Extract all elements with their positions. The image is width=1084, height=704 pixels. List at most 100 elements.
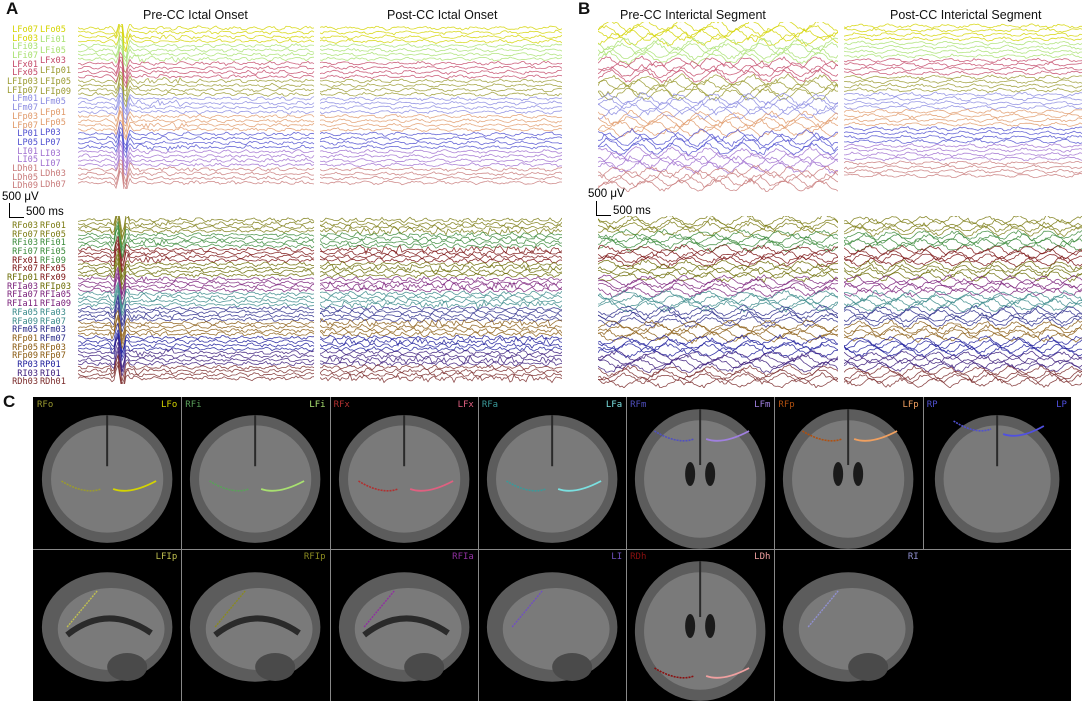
eeg-trace bbox=[320, 220, 562, 227]
eeg-trace bbox=[320, 290, 562, 297]
cerebellum bbox=[848, 653, 889, 681]
mri-label-left: RP bbox=[926, 400, 938, 410]
channel-label: RFm05 bbox=[12, 325, 38, 336]
cerebellum bbox=[255, 653, 296, 681]
eeg-trace bbox=[320, 25, 562, 31]
channel-label: RFo03 bbox=[12, 221, 38, 231]
eeg-trace bbox=[78, 363, 315, 384]
eeg-trace bbox=[78, 354, 315, 384]
eeg-trace bbox=[78, 284, 315, 310]
eeg-trace bbox=[78, 253, 315, 282]
mri-label-left: RFa bbox=[481, 400, 499, 410]
eeg-trace bbox=[844, 225, 1082, 238]
eeg-trace bbox=[78, 130, 315, 154]
eeg-trace bbox=[598, 22, 838, 33]
mri-panel: RFIa bbox=[329, 549, 478, 701]
eeg-trace bbox=[598, 281, 838, 295]
eeg-trace bbox=[844, 240, 1082, 253]
eeg-trace bbox=[78, 216, 315, 238]
eeg-trace bbox=[320, 60, 562, 67]
eeg-trace bbox=[78, 70, 315, 92]
eeg-trace bbox=[78, 238, 315, 267]
eeg-trace bbox=[844, 147, 1082, 153]
eeg-trace bbox=[844, 129, 1082, 136]
white-matter bbox=[495, 425, 609, 533]
eeg-trace bbox=[78, 224, 315, 253]
eeg-trace bbox=[320, 244, 562, 256]
eeg-trace bbox=[320, 135, 562, 141]
eeg-trace bbox=[844, 331, 1082, 343]
eeg-trace bbox=[78, 257, 315, 286]
eeg-trace bbox=[320, 171, 562, 176]
channel-label: LFIp05 bbox=[40, 76, 72, 87]
eeg-trace bbox=[598, 50, 838, 65]
channel-label: LP01 bbox=[17, 129, 38, 140]
eeg-trace bbox=[598, 244, 838, 257]
eeg-trace bbox=[78, 58, 315, 85]
eeg-trace bbox=[598, 96, 838, 111]
eeg-trace bbox=[844, 350, 1082, 362]
eeg-trace bbox=[598, 41, 838, 56]
eeg-trace bbox=[844, 36, 1082, 42]
eeg-trace bbox=[598, 232, 838, 246]
eeg-trace bbox=[78, 139, 315, 165]
eeg-trace bbox=[78, 247, 315, 274]
eeg-trace bbox=[598, 258, 838, 272]
eeg-trace bbox=[598, 105, 838, 121]
eeg-trace bbox=[598, 255, 838, 269]
white-matter bbox=[347, 425, 460, 533]
eeg-trace bbox=[320, 231, 562, 238]
white-matter bbox=[943, 425, 1051, 533]
eeg-trace bbox=[598, 137, 838, 152]
eeg-trace bbox=[598, 114, 838, 129]
channel-label: LFIp09 bbox=[40, 86, 72, 97]
eeg-trace bbox=[844, 23, 1082, 29]
eeg-b-post-top bbox=[844, 23, 1082, 179]
eeg-trace bbox=[598, 376, 838, 388]
eeg-trace bbox=[78, 280, 315, 308]
eeg-trace bbox=[78, 309, 315, 338]
eeg-trace bbox=[78, 314, 315, 341]
channel-label: LP05 bbox=[17, 137, 38, 148]
eeg-trace bbox=[320, 299, 562, 311]
eeg-trace bbox=[78, 37, 315, 63]
ventricle bbox=[685, 614, 696, 638]
eeg-trace bbox=[844, 274, 1082, 287]
eeg-trace bbox=[598, 240, 838, 253]
channel-label: LDh07 bbox=[40, 179, 66, 190]
eeg-trace bbox=[598, 123, 838, 138]
channel-label: LFi01 bbox=[40, 35, 66, 46]
channel-label: RFi07 bbox=[12, 247, 38, 258]
mri-label-right: LDh bbox=[754, 552, 771, 562]
mri-label-right: LFm bbox=[754, 400, 771, 410]
eeg-trace bbox=[844, 323, 1082, 336]
electrode-left bbox=[557, 480, 602, 492]
eeg-trace bbox=[320, 149, 562, 155]
eeg-trace bbox=[320, 312, 562, 320]
eeg-trace bbox=[844, 289, 1082, 302]
eeg-trace bbox=[78, 294, 315, 321]
channel-label: RFi03 bbox=[12, 238, 38, 249]
eeg-trace bbox=[78, 86, 315, 113]
electrode-right bbox=[802, 430, 843, 442]
eeg-trace bbox=[844, 117, 1082, 123]
eeg-trace bbox=[844, 327, 1082, 339]
eeg-trace bbox=[78, 141, 315, 169]
eeg-trace bbox=[320, 372, 562, 384]
eeg-trace bbox=[844, 353, 1082, 365]
eeg-trace bbox=[78, 301, 315, 328]
eeg-trace bbox=[78, 268, 315, 296]
channel-label: RFi01 bbox=[40, 238, 66, 249]
mri-grid-line bbox=[774, 397, 776, 701]
scale-a-voltage: 500 μV bbox=[2, 191, 39, 203]
eeg-trace bbox=[844, 100, 1082, 106]
eeg-trace bbox=[844, 372, 1082, 385]
scale-a-bar bbox=[9, 203, 24, 218]
eeg-trace bbox=[78, 51, 315, 74]
channel-label: RDh01 bbox=[40, 377, 66, 388]
channel-label: RI01 bbox=[40, 368, 61, 379]
eeg-trace bbox=[320, 100, 562, 106]
electrode-right bbox=[505, 480, 547, 492]
mri-label-right: LFx bbox=[457, 400, 474, 410]
